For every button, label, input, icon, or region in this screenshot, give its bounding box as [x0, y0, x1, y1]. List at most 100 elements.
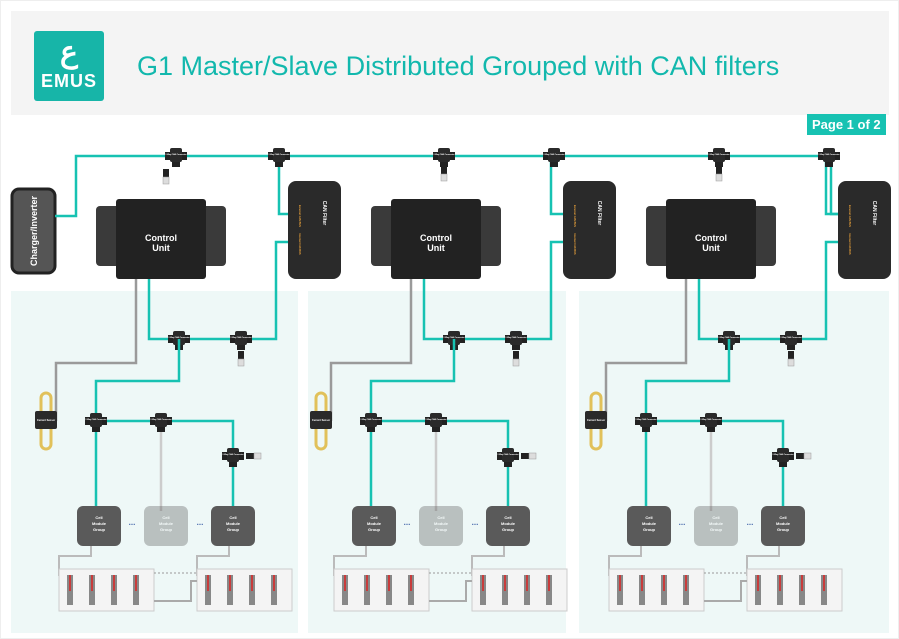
- terminator-plug: [246, 453, 254, 459]
- plug-icon: [440, 162, 448, 167]
- plug-icon: [797, 335, 802, 343]
- cell-module-label: Module: [709, 521, 724, 526]
- internal-can-bus: [422, 240, 563, 341]
- cell-module-label: Group: [435, 527, 448, 532]
- battery-cell-pack: [58, 568, 155, 612]
- battery-cell-pack: [333, 568, 430, 612]
- can-connector: 3 Way CAN Connector: [772, 448, 794, 467]
- connector-label: 3 Way CAN Connector: [708, 153, 729, 156]
- plug-icon: [497, 452, 502, 460]
- can-connector: 3 Way CAN Connector: [425, 413, 447, 432]
- internal-can-bus: [644, 339, 731, 421]
- cell-module-label: Cell: [712, 515, 719, 520]
- can-connector: 3 Way CAN Connector: [360, 413, 382, 432]
- control-unit: [666, 199, 756, 279]
- can-connector: 3 Way CAN Connector: [635, 413, 657, 432]
- connector-body: [502, 448, 514, 462]
- terminator-resistor: [162, 176, 170, 185]
- cell-module-body: [419, 506, 463, 546]
- can-connector: 3 Way CAN Connector: [268, 148, 290, 167]
- can-filter-link: [277, 156, 288, 216]
- cell-module-body: [352, 506, 396, 546]
- cell-sense-cable: [608, 546, 642, 576]
- plug-icon: [504, 462, 512, 467]
- can-connector: 3 Way CAN Connector: [230, 331, 252, 350]
- cell-module-label: Cell: [95, 515, 102, 520]
- plug-icon: [550, 162, 558, 167]
- can-filter: [288, 181, 341, 279]
- can-connector: 3 Way CAN Connector: [700, 413, 722, 432]
- plug-icon: [432, 427, 440, 432]
- plug-icon: [717, 417, 722, 425]
- terminator-plug: [788, 351, 794, 359]
- connector-body: [640, 413, 652, 427]
- control-unit-label: Control: [420, 233, 452, 243]
- cell-module-body: [77, 506, 121, 546]
- internal-can-bus: [147, 240, 288, 341]
- external-can-label: External CAN BUS: [573, 205, 576, 227]
- can-connector: 3 Way CAN Connector: [543, 148, 565, 167]
- connector-label: 3 Way CAN Connector: [168, 336, 189, 339]
- cell-module-label: Group: [502, 527, 515, 532]
- header: ع EMUS G1 Master/Slave Distributed Group…: [11, 11, 889, 115]
- pack-interconnect: [429, 580, 472, 602]
- plug-icon: [780, 335, 785, 343]
- plug-icon: [715, 162, 723, 167]
- can-connector: 3 Way CAN Connector: [497, 448, 519, 467]
- charger-label: Charger/Inverter: [29, 195, 39, 266]
- battery-cell-pack: [471, 568, 568, 612]
- internal-can-label: Internal CAN BUS: [848, 233, 851, 254]
- control-unit-label: Unit: [702, 243, 720, 253]
- plug-icon: [185, 335, 190, 343]
- plug-icon: [543, 152, 548, 160]
- cell-sense-cable: [471, 546, 505, 576]
- terminator-resistor: [803, 452, 812, 460]
- plug-icon: [360, 417, 365, 425]
- can-filter-label: CAN Filter: [871, 201, 877, 226]
- terminator-plug: [796, 453, 804, 459]
- plug-icon: [442, 417, 447, 425]
- can-connector: 3 Way CAN Connector: [505, 331, 527, 350]
- cell-module-body: [627, 506, 671, 546]
- internal-can-bus: [371, 419, 510, 456]
- plug-icon: [818, 152, 823, 160]
- terminator-icon: [440, 166, 448, 182]
- pack-interconnect: [154, 580, 197, 602]
- cell-module-label: Cell: [162, 515, 169, 520]
- can-filter-label: CAN Filter: [596, 201, 602, 226]
- connector-label: 3 Way CAN Connector: [818, 153, 839, 156]
- connector-body: [823, 148, 835, 162]
- ellipsis: ...: [472, 518, 479, 527]
- connector-body: [777, 448, 789, 462]
- terminator-resistor: [528, 452, 537, 460]
- plug-icon: [230, 335, 235, 343]
- plug-icon: [708, 152, 713, 160]
- cell-module-label: Module: [776, 521, 791, 526]
- control-unit-label: Unit: [427, 243, 445, 253]
- current-sensor-label: Current Sensor: [587, 419, 605, 422]
- ellipsis: ...: [197, 518, 204, 527]
- plug-icon: [172, 162, 180, 167]
- cell-module-label: Cell: [779, 515, 786, 520]
- connector-label: 3 Way CAN Connector: [780, 336, 801, 339]
- plug-icon: [514, 452, 519, 460]
- terminator-plug: [513, 351, 519, 359]
- internal-can-bus: [697, 240, 838, 341]
- cell-module-label: Cell: [645, 515, 652, 520]
- current-sensor: [35, 411, 57, 429]
- plug-icon: [642, 427, 650, 432]
- plug-icon: [157, 427, 165, 432]
- plug-icon: [707, 427, 715, 432]
- connector-label: 3 Way CAN Connector: [268, 153, 289, 156]
- terminator-icon: [237, 351, 245, 367]
- plug-icon: [512, 345, 520, 350]
- plug-icon: [700, 417, 705, 425]
- cell-sense-cable: [746, 546, 780, 576]
- terminator-icon: [521, 452, 537, 460]
- terminator-plug: [521, 453, 529, 459]
